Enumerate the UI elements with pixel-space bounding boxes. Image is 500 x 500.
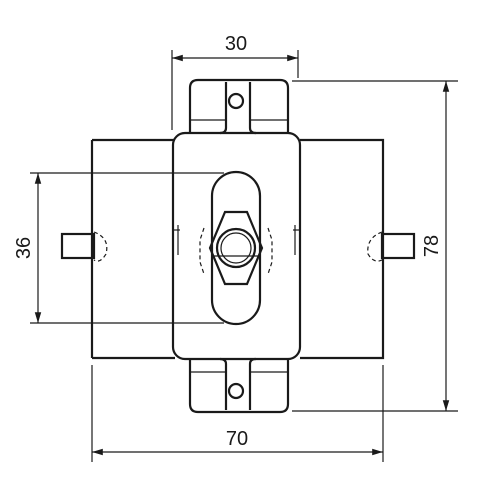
dim-label-right-height: 78 bbox=[421, 235, 443, 257]
top-clamp bbox=[188, 78, 290, 135]
dim-label-left-height: 36 bbox=[13, 237, 35, 259]
left-pin bbox=[60, 231, 108, 262]
dimension-bottom-width bbox=[91, 365, 384, 462]
dimension-top-width bbox=[171, 50, 299, 130]
dim-label-top-width: 30 bbox=[225, 33, 247, 55]
dim-label-bottom-width: 70 bbox=[226, 428, 248, 450]
right-pin bbox=[367, 231, 416, 262]
dimension-left-height bbox=[30, 172, 224, 324]
adjustment-slot bbox=[210, 170, 262, 326]
center-plate bbox=[171, 131, 302, 361]
outer-body bbox=[90, 138, 385, 360]
hex-nut bbox=[199, 210, 273, 286]
dimension-right-height bbox=[292, 80, 458, 412]
bottom-clamp bbox=[188, 357, 290, 414]
